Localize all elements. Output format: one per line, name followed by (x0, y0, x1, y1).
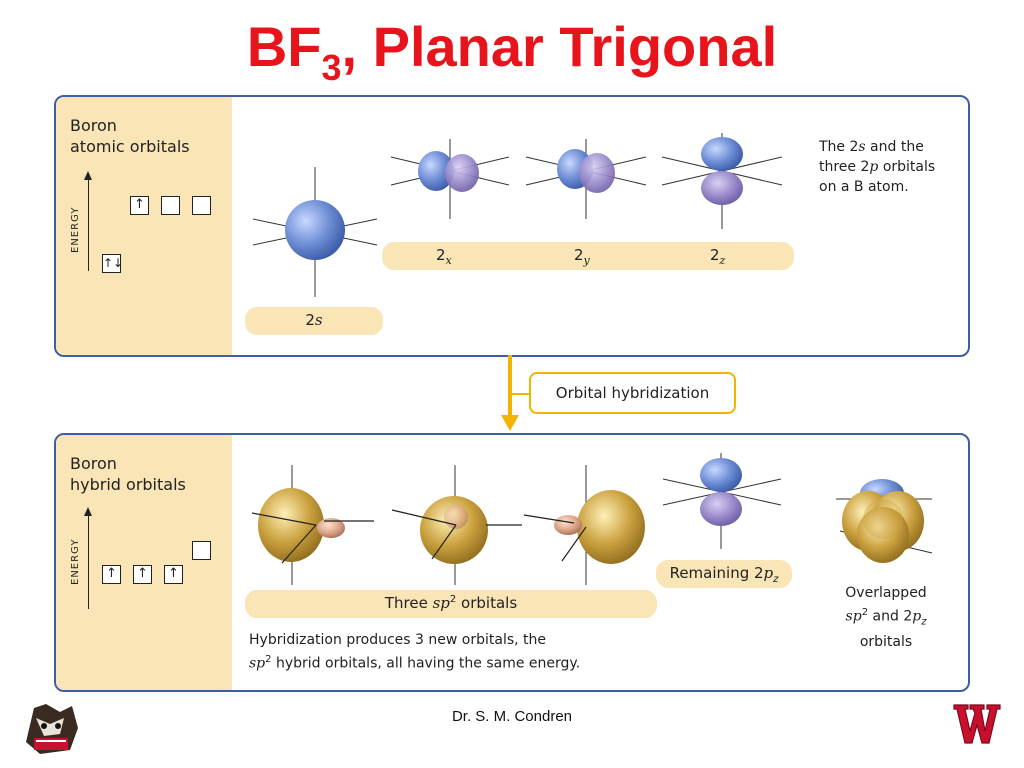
s-orbital-label-bar (245, 307, 383, 335)
p-orbitals-label-bar (382, 242, 794, 270)
orbital-2pz-icon (661, 133, 783, 229)
sp2-orbital-3-icon (523, 465, 645, 585)
label-remaining-2pz: Remaining 2pz (669, 564, 779, 585)
hybrid-energy-axis-arrow (84, 507, 92, 609)
energy-axis-arrow (84, 171, 92, 271)
atomic-orbitals-heading: Boron atomic orbitals (70, 116, 190, 156)
hybridization-arrow (508, 355, 512, 417)
orbital-box-2p-1: ↑ (130, 196, 149, 215)
atomic-orbitals-sidebar: Boron atomic orbitals ENERGY ↑ ↑↓ (56, 97, 232, 355)
orbital-box-2s: ↑↓ (102, 254, 123, 273)
hybridization-arrow-head-icon (501, 415, 519, 431)
sp2-orbital-2-icon (391, 465, 522, 585)
hybrid-box-sp2-3: ↑ (164, 565, 183, 584)
label-three-sp2: Three sp2 orbitals (384, 594, 518, 612)
sp2-label-bar (245, 590, 657, 618)
atomic-orbitals-panel: Boron atomic orbitals ENERGY ↑ ↑↓ (54, 95, 970, 357)
overlapped-description: Overlapped sp2 and 2pz orbitals (845, 585, 927, 651)
label-2px: 2x (436, 246, 452, 267)
hybrid-box-sp2-1: ↑ (102, 565, 121, 584)
hybridization-description: Hybridization produces 3 new orbitals, t… (249, 632, 581, 672)
hybridization-connector (512, 393, 530, 395)
orbital-2s-icon (252, 167, 378, 297)
orbital-2py-icon (525, 139, 647, 219)
hybrid-box-sp2-2: ↑ (133, 565, 152, 584)
hybridization-label: Orbital hybridization (529, 372, 736, 414)
hybrid-box-2pz (192, 541, 211, 560)
hybrid-orbitals-panel: Boron hybrid orbitals ENERGY ↑ ↑ ↑ (54, 433, 970, 692)
label-2pz: 2z (710, 246, 726, 267)
atomic-orbitals-drawing (252, 133, 783, 297)
hybrid-orbitals-drawing (251, 453, 933, 585)
remaining-2pz-icon (662, 453, 782, 549)
orbital-box-2p-2 (161, 196, 180, 215)
overlapped-orbitals-icon (836, 479, 933, 563)
hybrid-orbitals-heading: Boron hybrid orbitals (70, 454, 186, 494)
remaining-2pz-label-bar (656, 560, 792, 588)
orbital-2px-icon (390, 139, 510, 219)
label-2s: 2s (305, 311, 323, 329)
hybrid-orbitals-sidebar: Boron hybrid orbitals ENERGY ↑ ↑ ↑ (56, 435, 232, 690)
orbital-box-2p-3 (192, 196, 211, 215)
wisconsin-w-logo-icon (953, 704, 1001, 744)
badger-mascot-icon (20, 698, 82, 756)
footer-author: Dr. S. M. Condren (451, 708, 573, 725)
sp2-orbital-1-icon (251, 465, 374, 585)
slide-title: BF3, Planar Trigonal (246, 15, 778, 88)
atomic-orbitals-description: The 2s and the three 2p orbitals on a B … (819, 139, 936, 195)
label-2py: 2y (574, 246, 590, 267)
